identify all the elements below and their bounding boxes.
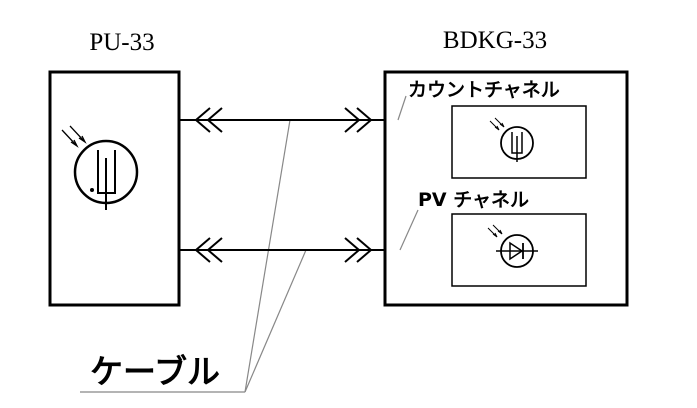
upper-cable — [179, 107, 385, 133]
pv-channel-box — [451, 213, 587, 287]
pu-33-unit-box — [48, 70, 181, 307]
pv-detector-icon — [487, 224, 538, 268]
upper-left-connector — [194, 107, 211, 133]
pu-detector-icon — [61, 125, 139, 210]
count-channel-label: カウントチャネル — [408, 79, 560, 101]
upper-right-connector — [344, 107, 361, 133]
cable-label: ケーブル — [90, 352, 220, 391]
count-detector-icon — [489, 117, 534, 162]
bdkg-33-title: BDKG-33 — [443, 27, 547, 54]
lower-cable — [179, 237, 385, 263]
pv-channel-label: PV チャネル — [418, 189, 529, 211]
pu-33-title: PU-33 — [89, 29, 154, 56]
count-channel-leader — [397, 95, 407, 121]
lower-right-connector — [344, 237, 361, 263]
lower-left-connector — [194, 237, 211, 263]
pv-channel-leader — [399, 209, 419, 251]
cable-leader-lines — [80, 119, 307, 393]
count-channel-box — [451, 105, 587, 179]
bdkg-33-unit-box — [383, 70, 629, 307]
